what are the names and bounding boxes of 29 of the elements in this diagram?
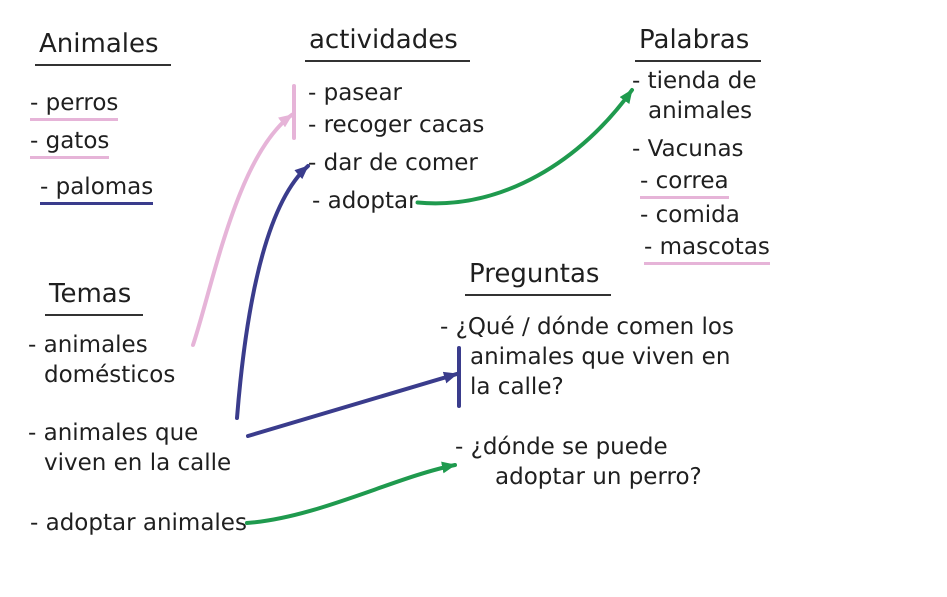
- topic-text: - dar de comer: [308, 148, 478, 178]
- arrow: [235, 164, 310, 420]
- topic-text: - adoptar animales: [30, 508, 247, 538]
- list-item: - mascotas: [644, 232, 770, 265]
- bracket-line: [292, 84, 296, 140]
- section-heading: actividades: [305, 24, 470, 62]
- list-item: - palomas: [40, 172, 154, 205]
- list-item: - recoger cacas: [308, 111, 484, 140]
- arrow: [416, 88, 634, 206]
- section-heading: Temas: [45, 278, 144, 316]
- topic-text: - tienda de animales: [632, 66, 782, 126]
- arrow: [246, 372, 459, 438]
- section-heading: Palabras: [635, 24, 762, 62]
- list-item: - pasear: [308, 79, 402, 108]
- list-item: - correa: [640, 166, 729, 199]
- list-item: - Vacunas: [632, 135, 744, 164]
- section-heading: Animales: [35, 28, 171, 66]
- topic-text: - adoptar: [312, 186, 418, 216]
- list-item: - ¿Qué / dónde comen los animales que viven en la calle?: [440, 313, 735, 402]
- topic-text: - animales domésticos: [28, 330, 193, 390]
- topic-text: - ¿dónde se puede adoptar un perro?: [455, 432, 715, 492]
- arrow: [244, 462, 457, 525]
- list-item: - gatos: [30, 126, 110, 159]
- section-heading: Preguntas: [465, 258, 612, 296]
- arrow: [191, 112, 294, 347]
- bracket-line: [457, 346, 461, 408]
- list-item: - comida: [640, 201, 740, 230]
- list-item: - perros: [30, 88, 118, 121]
- topic-text: - animales que viven en la calle: [28, 418, 248, 478]
